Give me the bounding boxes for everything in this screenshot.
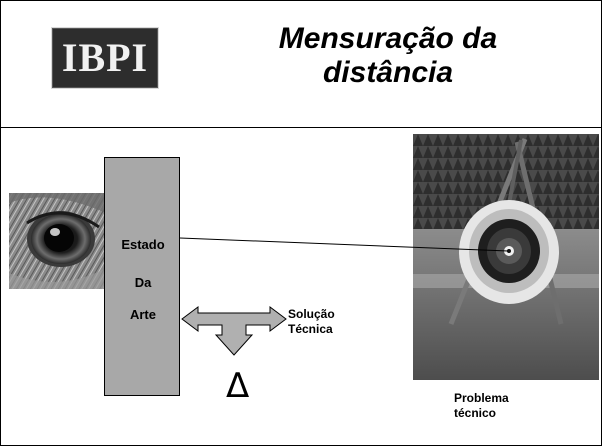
- problem-line-2: técnico: [454, 406, 497, 420]
- solution-line-2: Técnica: [288, 322, 333, 336]
- problem-line-1: Problema: [454, 391, 509, 405]
- slide-title: Mensuração da distância: [225, 22, 551, 90]
- solution-label: Solução Técnica: [288, 307, 335, 337]
- solution-line-1: Solução: [288, 307, 335, 321]
- archery-target-image: [413, 134, 599, 380]
- title-line-1: Mensuração da: [278, 22, 498, 55]
- solution-arrows-icon: [181, 306, 287, 356]
- state-of-art-box: Estado Da Arte: [104, 157, 180, 396]
- state-label-arte: Arte: [129, 307, 156, 322]
- problem-label: Problema técnico: [454, 391, 509, 421]
- delta-symbol: Δ: [226, 366, 250, 406]
- eagle-eye-image: [9, 193, 106, 289]
- title-line-2: distância: [322, 56, 454, 89]
- state-label-da: Da: [134, 275, 152, 290]
- title-divider: [0, 127, 602, 128]
- state-label-estado: Estado: [121, 237, 165, 252]
- ibpi-logo: IBPI: [51, 27, 159, 89]
